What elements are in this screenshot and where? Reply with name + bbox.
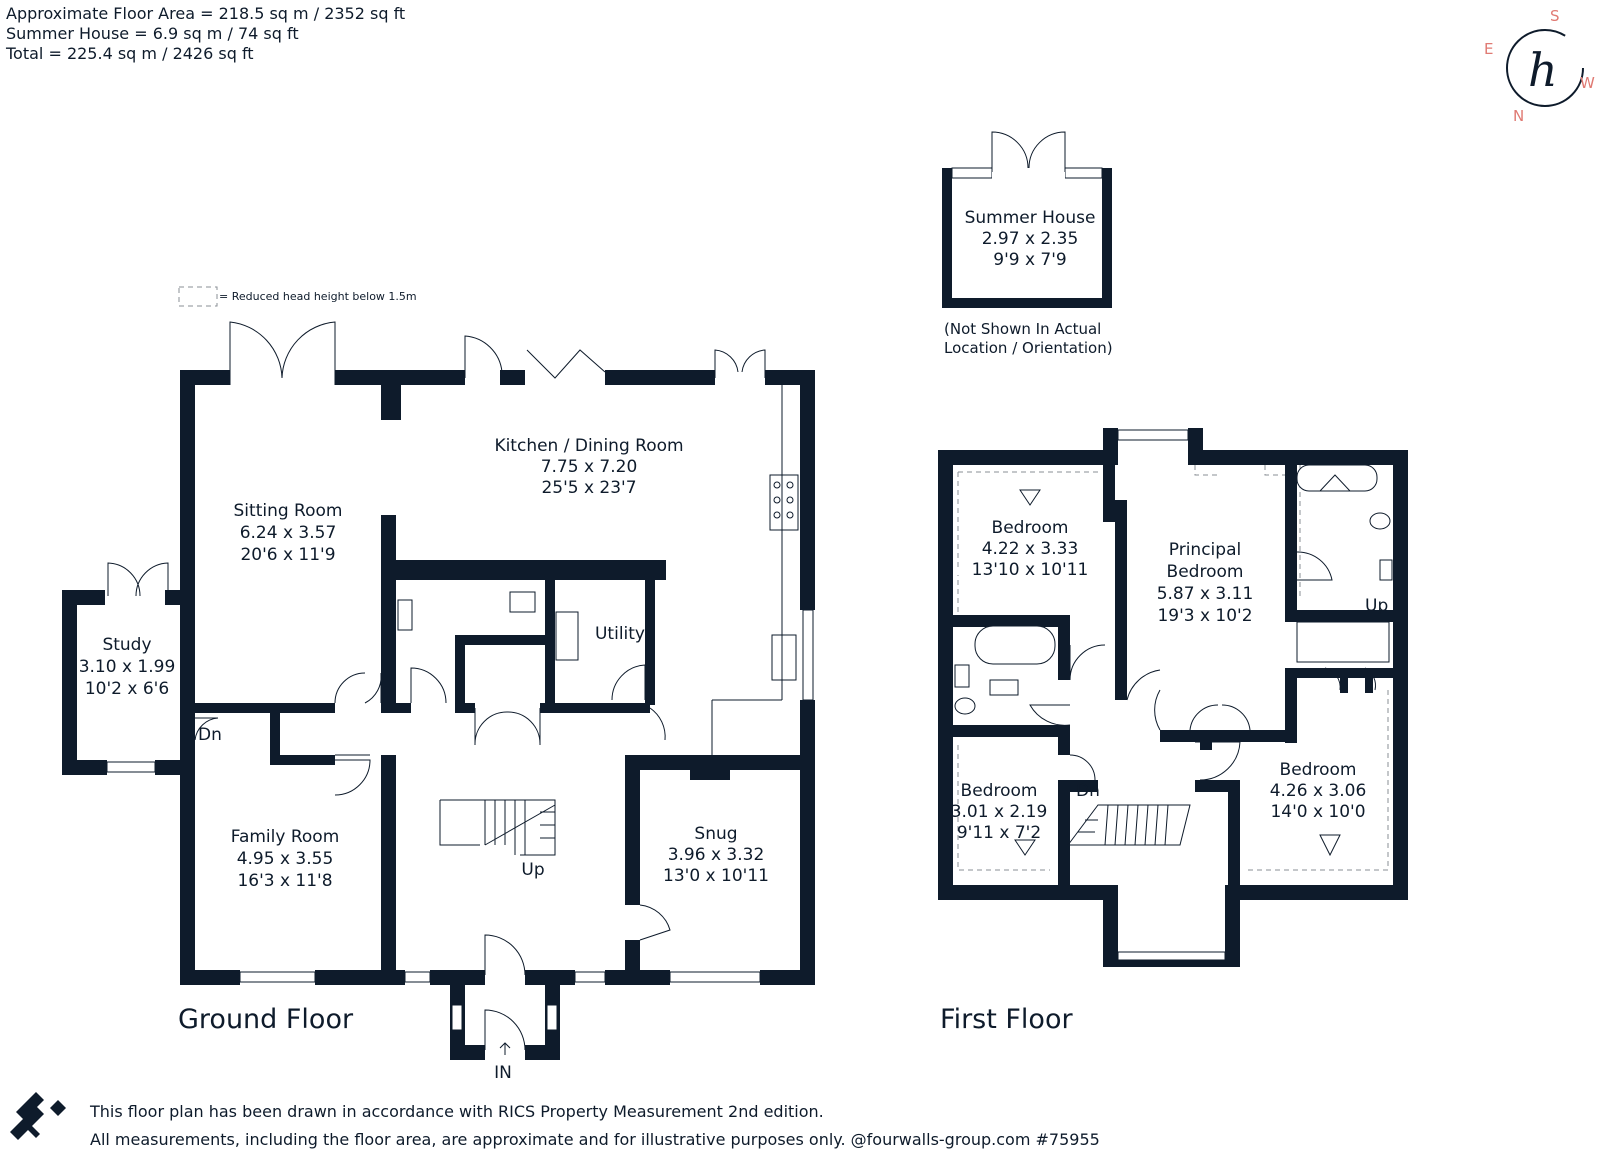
summer-house-note-line2: Location / Orientation) [944, 339, 1113, 357]
legend-text: = Reduced head height below 1.5m [219, 290, 417, 303]
compass-logo-letter: h [1528, 43, 1558, 97]
principal-bedroom-name-line1: Principal [1169, 540, 1241, 560]
ground-up-label: Up [521, 860, 544, 880]
family-room-metric: 4.95 x 3.55 [237, 849, 334, 869]
principal-bedroom-imperial: 19'3 x 10'2 [1157, 606, 1252, 626]
compass-ring [1506, 29, 1584, 107]
bedroom-3-imperial: 14'0 x 10'0 [1270, 802, 1365, 822]
ground-floor-stairs [439, 799, 556, 856]
compass-east-label: E [1484, 40, 1493, 58]
bedroom-2-name: Bedroom [961, 781, 1038, 801]
principal-bedroom-metric: 5.87 x 3.11 [1157, 584, 1254, 604]
entrance-in-label: IN [494, 1063, 512, 1083]
compass-south-label: S [1550, 7, 1560, 25]
legend: = Reduced head height below 1.5m [178, 286, 417, 307]
family-room-name: Family Room [231, 827, 340, 847]
bedroom-2-metric: 3.01 x 2.19 [951, 802, 1048, 822]
footer-disclaimer: All measurements, including the floor ar… [90, 1130, 1100, 1149]
bedroom-2-imperial: 9'11 x 7'2 [957, 823, 1041, 843]
sitting-room-imperial: 20'6 x 11'9 [240, 545, 335, 565]
summer-house-note-line1: (Not Shown In Actual [944, 320, 1101, 338]
summer-house-plan: Summer House 2.97 x 2.35 9'9 x 7'9 (Not … [942, 131, 1113, 357]
first-floor-stairs [1067, 804, 1191, 846]
ground-floor-plan: Kitchen / Dining Room 7.75 x 7.20 25'5 x… [62, 321, 815, 1083]
area-summary-line-summer-house: Summer House = 6.9 sq m / 74 sq ft [6, 24, 299, 43]
sitting-room-metric: 6.24 x 3.57 [240, 523, 337, 543]
first-floor-title: First Floor [940, 1004, 1073, 1035]
footer-rics-note: This floor plan has been drawn in accord… [90, 1102, 824, 1121]
first-up-label: Up [1365, 596, 1388, 616]
compass-logo: h S E W N [1484, 7, 1595, 125]
snug-imperial: 13'0 x 10'11 [663, 866, 769, 886]
kitchen-name: Kitchen / Dining Room [494, 436, 683, 456]
snug-name: Snug [694, 824, 737, 844]
utility-name: Utility [595, 624, 645, 644]
compass-west-label: W [1580, 74, 1595, 92]
principal-bedroom-name-line2: Bedroom [1167, 562, 1244, 582]
sitting-room-name: Sitting Room [234, 501, 343, 521]
kitchen-imperial: 25'5 x 23'7 [541, 478, 636, 498]
area-summary-line-total: Total = 225.4 sq m / 2426 sq ft [6, 44, 254, 63]
legend-dashed-box [178, 286, 218, 307]
bedroom-1-imperial: 13'10 x 10'11 [972, 560, 1089, 580]
first-dn-label: Dn [1076, 781, 1100, 801]
study-name: Study [102, 635, 151, 655]
first-floor-plan: Bedroom 4.22 x 3.33 13'10 x 10'11 Princi… [938, 428, 1408, 1035]
bedroom-3-metric: 4.26 x 3.06 [1270, 781, 1367, 801]
ground-floor-title: Ground Floor [178, 1004, 354, 1035]
ground-dn-label: Dn [198, 725, 222, 745]
fourwalls-logo-icon [10, 1092, 66, 1140]
bedroom-1-name: Bedroom [992, 518, 1069, 538]
snug-metric: 3.96 x 3.32 [668, 845, 765, 865]
summer-house-metric: 2.97 x 2.35 [982, 229, 1079, 249]
area-summary: Approximate Floor Area = 218.5 sq m / 23… [6, 4, 405, 64]
bedroom-3-name: Bedroom [1280, 760, 1357, 780]
study-imperial: 10'2 x 6'6 [85, 679, 169, 699]
area-summary-line-floor: Approximate Floor Area = 218.5 sq m / 23… [6, 4, 406, 23]
study-metric: 3.10 x 1.99 [79, 657, 176, 677]
family-room-imperial: 16'3 x 11'8 [237, 871, 332, 891]
kitchen-metric: 7.75 x 7.20 [541, 457, 638, 477]
compass-north-label: N [1513, 107, 1524, 125]
bedroom-1-metric: 4.22 x 3.33 [982, 539, 1079, 559]
summer-house-imperial: 9'9 x 7'9 [993, 250, 1066, 270]
summer-house-name: Summer House [965, 208, 1096, 228]
